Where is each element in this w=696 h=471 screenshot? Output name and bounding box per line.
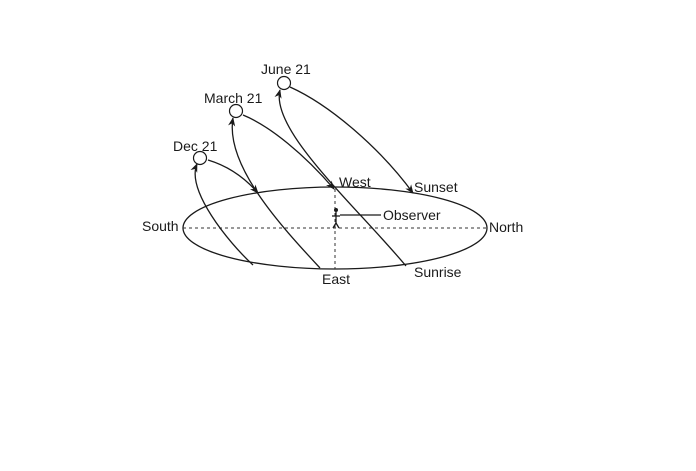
east-label: East [322, 271, 350, 287]
june-21-label: June 21 [261, 61, 311, 77]
june-21-path-rise [274, 89, 407, 267]
march-21-label: March 21 [204, 90, 263, 106]
sunrise-label: Sunrise [414, 264, 462, 280]
dec-21-label: Dec 21 [173, 138, 218, 154]
dec-21-sun [192, 150, 208, 166]
observer-label: Observer [383, 207, 441, 223]
march-21-path-set [242, 114, 335, 190]
north-label: North [489, 219, 523, 235]
dec-21-path-rise [190, 163, 254, 266]
june-21-sun [276, 75, 292, 91]
june-21-path-set [289, 86, 414, 194]
south-label: South [142, 218, 179, 234]
observer-figure [332, 208, 340, 229]
dec-21-path-set [207, 159, 259, 194]
west-label: West [339, 174, 371, 190]
march-21-sun [228, 103, 244, 119]
march-21-path-rise [228, 117, 321, 269]
sunset-label: Sunset [414, 179, 458, 195]
